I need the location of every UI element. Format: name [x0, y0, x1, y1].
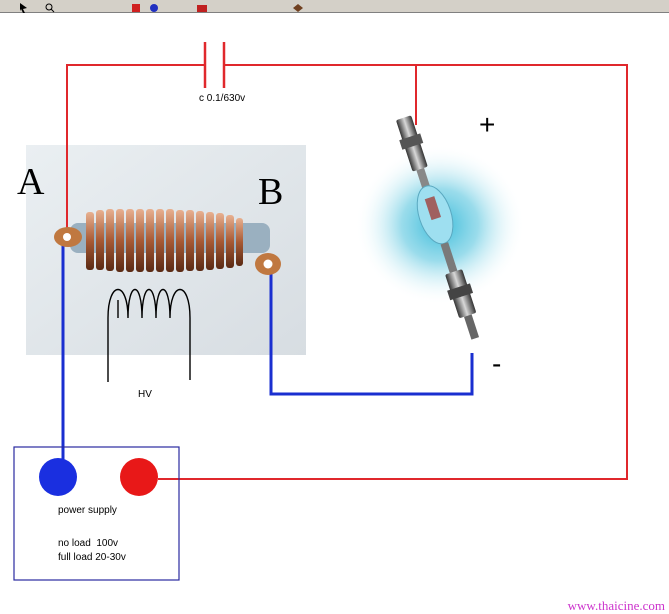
zoom-tool-icon[interactable]: [44, 0, 56, 13]
no-load-label: no load 100v: [58, 538, 119, 549]
plus-sign: +: [479, 109, 496, 140]
capacitor-label: c 0.1/630v: [199, 93, 246, 104]
power-supply-box: [13, 446, 180, 581]
terminal-b-label: B: [258, 171, 284, 213]
red-wire: [66, 64, 628, 480]
settings-tool-icon[interactable]: [292, 0, 304, 12]
toolbar: [0, 0, 669, 13]
blue-tool-icon[interactable]: [148, 0, 160, 12]
hv-coil-icon: [107, 288, 191, 382]
pointer-tool-icon[interactable]: [18, 0, 30, 13]
capacitor: [203, 42, 226, 88]
full-load-label: full load 20-30v: [58, 552, 126, 563]
negative-terminal[interactable]: [39, 458, 77, 496]
coil-icon: [54, 209, 281, 275]
flash-tube-icon: [396, 115, 480, 340]
positive-terminal[interactable]: [120, 458, 158, 496]
minus-sign: -: [492, 348, 502, 379]
color-tool-icon[interactable]: [196, 0, 208, 12]
power-supply-title: power supply: [58, 505, 117, 516]
hv-label: HV: [138, 389, 152, 400]
red-tool-icon[interactable]: [130, 0, 142, 12]
watermark: www.thaicine.com: [567, 598, 665, 613]
blue-wire: [61, 238, 474, 462]
terminal-a-label: A: [17, 161, 45, 203]
